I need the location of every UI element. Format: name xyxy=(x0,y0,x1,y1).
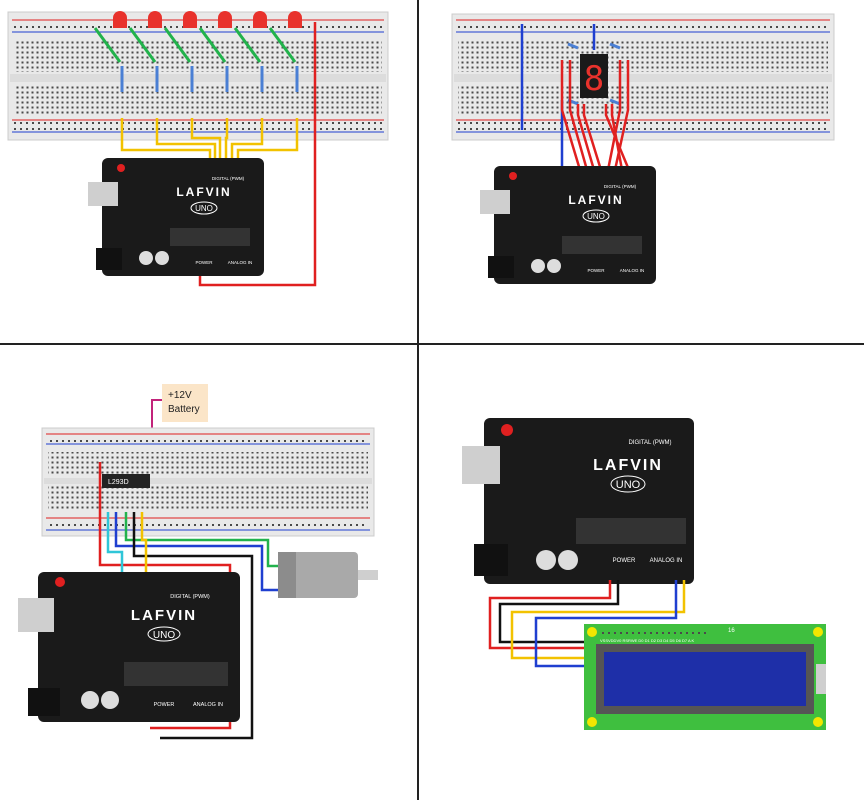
led-row xyxy=(113,11,302,28)
chip xyxy=(170,228,250,246)
board-brand: LAFVIN xyxy=(131,607,197,624)
led xyxy=(218,11,232,28)
power-label: POWER xyxy=(195,260,213,265)
usb-port xyxy=(480,190,510,214)
resistors xyxy=(120,66,299,92)
power-label: POWER xyxy=(587,268,605,273)
reset-button xyxy=(117,164,125,172)
battery-text: Battery xyxy=(168,404,200,415)
cyan-wire xyxy=(106,512,124,575)
blue-wire xyxy=(114,512,278,592)
lcd-pin-labels: VSSVDDV0 RSRWE D0 D1 D2 D3 D4 D5 D6 D7 A… xyxy=(600,638,695,643)
reset-button xyxy=(509,172,517,180)
digital-label: DIGITAL (PWM) xyxy=(212,176,245,181)
chip xyxy=(562,236,642,254)
digital-label: DIGITAL (PWM) xyxy=(170,594,210,600)
led xyxy=(148,11,162,28)
breadboard xyxy=(41,427,375,537)
black-wire xyxy=(132,512,254,740)
red-wire-bundle xyxy=(560,60,631,171)
blue-wire xyxy=(534,580,678,668)
reset-button xyxy=(55,577,65,587)
battery-voltage: +12V xyxy=(168,390,192,401)
usb-port xyxy=(462,446,500,484)
power-jack xyxy=(474,544,508,576)
board-model: UNO xyxy=(153,630,175,641)
red-ground-wire xyxy=(198,22,317,287)
board-model: UNO xyxy=(587,212,605,221)
power-jack xyxy=(96,248,122,270)
usb-port xyxy=(88,182,118,206)
chip xyxy=(124,662,228,686)
led xyxy=(253,11,267,28)
dc-motor xyxy=(278,552,378,598)
chip-label: L293D xyxy=(108,479,129,486)
breadboard xyxy=(451,13,835,141)
led xyxy=(113,11,127,28)
red-wire xyxy=(488,580,612,650)
analog-label: ANALOG IN xyxy=(620,268,645,273)
board-brand: LAFVIN xyxy=(568,193,623,207)
power-jack xyxy=(488,256,514,278)
lcd-pin-number: 16 xyxy=(728,628,735,634)
board-brand: LAFVIN xyxy=(176,185,231,199)
arduino-board: LAFVIN UNO DIGITAL (PWM) POWER ANALOG IN xyxy=(480,166,656,284)
panel-leds: LAFVIN UNO DIGITAL (PWM) POWER ANALOG IN xyxy=(7,11,389,287)
led xyxy=(288,11,302,28)
led xyxy=(183,11,197,28)
yellow-wires xyxy=(120,118,299,162)
panel-lcd: LAFVIN UNO DIGITAL (PWM) POWER ANALOG IN… xyxy=(462,418,826,730)
arduino-board: LAFVIN UNO DIGITAL (PWM) POWER ANALOG IN xyxy=(18,572,240,722)
panel-seven-segment: 8 LAFVIN UNO DIGITAL (PWM) xyxy=(451,13,835,284)
arduino-board: LAFVIN UNO DIGITAL (PWM) POWER ANALOG IN xyxy=(88,158,264,276)
power-jack xyxy=(28,688,60,716)
green-wire xyxy=(124,512,278,568)
power-label: POWER xyxy=(154,702,175,708)
arduino-board: LAFVIN UNO DIGITAL (PWM) POWER ANALOG IN xyxy=(462,418,694,584)
board-brand: LAFVIN xyxy=(593,457,663,474)
breadboard xyxy=(7,11,389,141)
battery-label: +12V Battery xyxy=(162,384,208,422)
reset-button xyxy=(501,424,513,436)
board-model: UNO xyxy=(616,479,641,491)
yellow-wire xyxy=(140,512,148,575)
seven-segment-display: 8 xyxy=(580,54,608,99)
power-label: POWER xyxy=(613,558,636,564)
lcd-screen xyxy=(604,652,806,706)
yellow-wire xyxy=(510,580,686,660)
board-model: UNO xyxy=(195,204,213,213)
usb-port xyxy=(18,598,54,632)
chip xyxy=(576,518,686,544)
analog-label: ANALOG IN xyxy=(650,558,683,564)
display-digit: 8 xyxy=(584,59,604,99)
motor-driver-chip: L293D xyxy=(102,474,150,488)
green-jumpers xyxy=(93,27,297,63)
analog-label: ANALOG IN xyxy=(228,260,253,265)
lcd-module: VSSVDDV0 RSRWE D0 D1 D2 D3 D4 D5 D6 D7 A… xyxy=(584,624,826,730)
panel-motor: +12V Battery L293D xyxy=(18,384,378,740)
digital-label: DIGITAL (PWM) xyxy=(629,440,672,446)
analog-label: ANALOG IN xyxy=(193,702,223,708)
digital-label: DIGITAL (PWM) xyxy=(604,184,637,189)
red-wire xyxy=(98,462,232,730)
black-wire xyxy=(498,580,620,644)
